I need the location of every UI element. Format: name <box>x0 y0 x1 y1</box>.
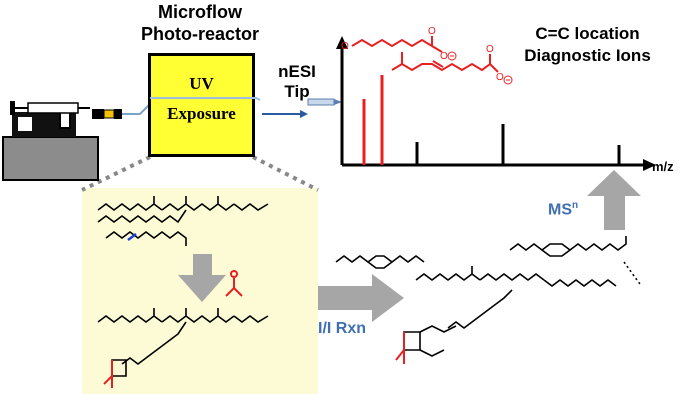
ion-pair-dots <box>623 261 641 285</box>
plunger-head <box>10 101 15 115</box>
anion-o-2: O <box>496 72 504 83</box>
zoom-line-left <box>81 155 151 192</box>
x-axis-label: m/z <box>652 159 674 174</box>
tip-label: Tip <box>284 82 310 101</box>
product-oxetane-chains <box>419 325 457 357</box>
uv-reactor-box <box>148 53 255 157</box>
carbonyl-o-2: O <box>486 44 494 55</box>
charge-circle-1 <box>447 51 457 61</box>
product-anion-chain <box>569 236 627 251</box>
phenyl-diacid <box>335 255 425 269</box>
fragment-2-chain <box>391 52 499 73</box>
diacid-right-chain <box>391 255 425 263</box>
product-phosphocholine <box>543 279 617 287</box>
anion-o-1: O <box>440 51 448 62</box>
left-methyl-bonds <box>103 360 113 388</box>
lipid-bottom-choline <box>233 315 269 323</box>
lipid-top-backbone <box>161 196 235 211</box>
product-chain-1 <box>415 266 481 281</box>
diacid-left-chain <box>335 255 369 263</box>
pump-window <box>18 117 32 131</box>
exposure-label: Exposure <box>167 104 236 123</box>
up-arrow-msn <box>587 170 641 230</box>
product-backbone <box>479 273 545 281</box>
product-acid-chain <box>509 243 543 251</box>
fragment-atoms: O O O O O <box>341 26 504 83</box>
reactor-title-2: Photo-reactor <box>140 24 259 44</box>
fragment-structures <box>351 36 499 73</box>
y-axis-arrowhead <box>336 36 348 49</box>
fragment-2-double-bond <box>432 60 444 68</box>
diagnostic-title-2: Diagnostic Ions <box>524 46 651 65</box>
fragment-1-carboxylate <box>431 45 443 53</box>
diagnostic-title-1: C=C location <box>535 24 640 43</box>
down-arrow-paterno-buchi <box>178 254 226 302</box>
double-bond-marker <box>127 233 137 241</box>
pc-lipid-bottom <box>97 308 269 377</box>
product-ring <box>540 243 572 257</box>
flow-arrow-head <box>300 110 308 118</box>
charge-marks <box>447 51 513 85</box>
aldehyde-o: O <box>341 41 349 52</box>
product-methyls <box>395 332 405 364</box>
charge-circle-2 <box>503 75 513 85</box>
lipid-top-chain-1 <box>97 196 163 211</box>
lipid-top-choline <box>233 203 269 211</box>
product-oxetane <box>403 331 421 351</box>
oxetane-methyls-left <box>103 360 113 388</box>
reactor-title-1: Microflow <box>158 2 242 22</box>
fitting-3 <box>114 109 122 119</box>
lipid-top-chain-3 <box>105 231 187 246</box>
carbonyl-o-1: O <box>428 26 436 37</box>
fitting-1 <box>92 109 104 119</box>
product-complex <box>403 236 627 357</box>
product-methyl-bonds <box>395 332 405 364</box>
ion-ion-reaction-label: I/I Rxn <box>318 320 367 337</box>
lipid-top-chain-2 <box>97 209 187 224</box>
nesi-label: nESI <box>278 62 316 81</box>
zoom-line-right <box>252 155 319 192</box>
fragment-1-chain <box>351 36 433 48</box>
pc-lipid-top <box>97 196 269 246</box>
emitter-point <box>334 99 342 105</box>
acetone-structure <box>225 270 243 297</box>
diacid-ring <box>366 255 394 269</box>
lipid-bottom-chain-2 <box>121 321 187 365</box>
lipid-bottom-backbone <box>161 308 235 323</box>
pump-base <box>2 136 99 181</box>
lipid-bottom-chain-1 <box>97 308 163 323</box>
msn-label: MSn <box>548 200 579 219</box>
product-chain-2 <box>447 289 513 329</box>
acetone-bonds <box>225 278 243 297</box>
x-axis-arrowhead <box>643 159 656 171</box>
right-arrow-ion-ion <box>318 274 404 322</box>
uv-label: UV <box>189 74 214 93</box>
acetone-oxygen <box>230 270 238 278</box>
capillary-line <box>150 97 261 101</box>
